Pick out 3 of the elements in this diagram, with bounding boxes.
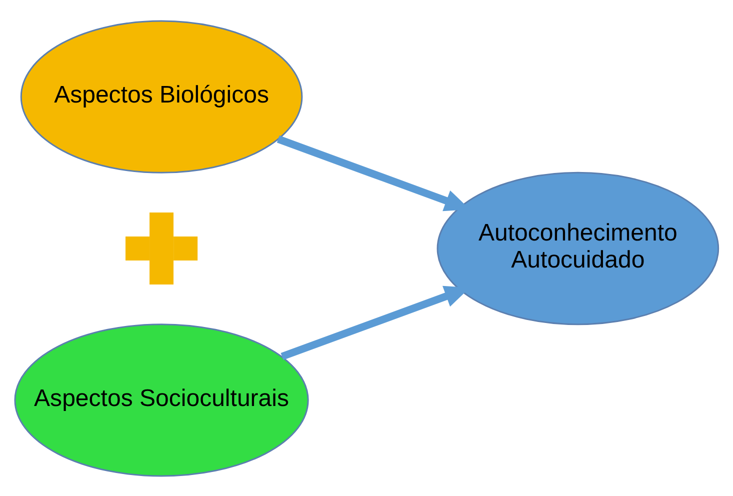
node-ellipse: Aspectos Socioculturais: [14, 323, 309, 476]
node-ellipse: Autoconhecimento Autocuidado: [436, 171, 720, 325]
node-ellipse: Aspectos Biológicos: [20, 20, 303, 173]
